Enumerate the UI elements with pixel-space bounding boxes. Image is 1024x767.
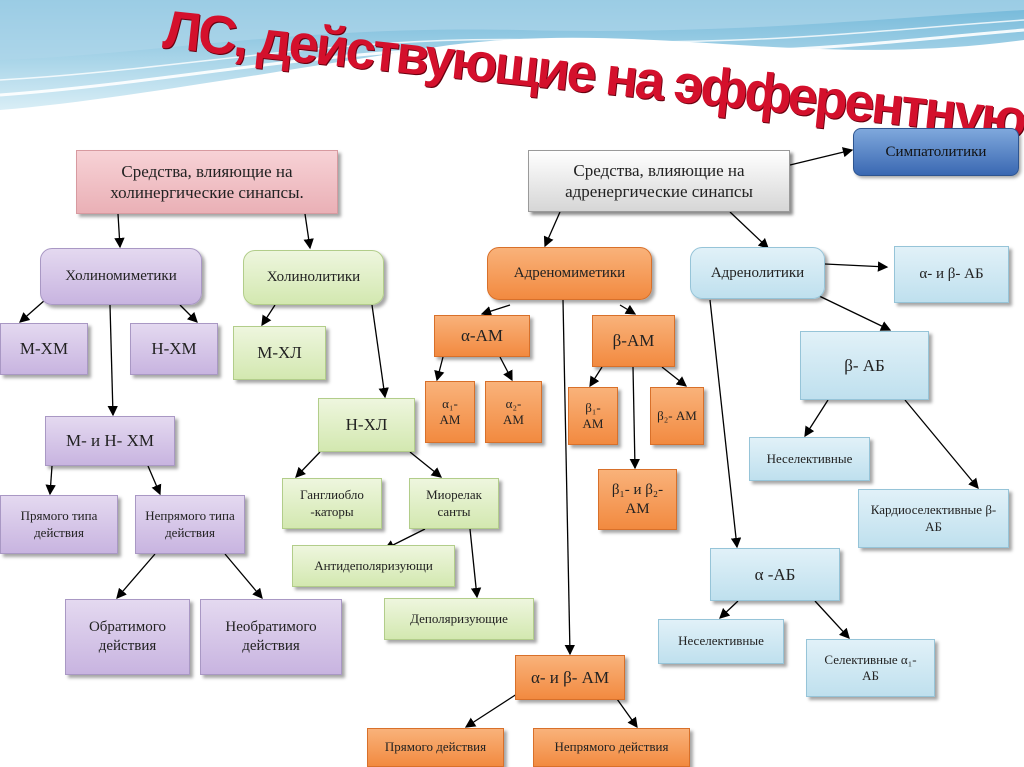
selective-alpha1-node: Селективные α₁- АБ bbox=[806, 639, 935, 697]
alpha-beta-am-node: α- и β- АМ bbox=[515, 655, 625, 700]
adrenolytics-node: Адренолитики bbox=[690, 247, 825, 299]
mn-xm-node: М- и Н- ХМ bbox=[45, 416, 175, 466]
beta2-am-node: β₂- АМ bbox=[650, 387, 704, 445]
irreversible-node: Необратимого действия bbox=[200, 599, 342, 675]
nonselective-alpha-node: Неселективные bbox=[658, 619, 784, 664]
beta-am-node: β-АМ bbox=[592, 315, 675, 367]
indirect-am-node: Непрямого действия bbox=[533, 728, 690, 767]
n-xl-node: Н-ХЛ bbox=[318, 398, 415, 452]
adrenomimetics-node: Адреномиметики bbox=[487, 247, 652, 300]
cholinergic-synapses-node: Средства, влияющие на холинергические си… bbox=[76, 150, 338, 214]
beta12-am-node: β₁- и β₂- АМ bbox=[598, 469, 677, 530]
cholinolytics-node: Холинолитики bbox=[243, 250, 384, 305]
beta-ab-node: β- АБ bbox=[800, 331, 929, 400]
direct-am-node: Прямого действия bbox=[367, 728, 504, 767]
direct-action-node: Прямого типа действия bbox=[0, 495, 118, 554]
alpha-beta-ab-node: α- и β- АБ bbox=[894, 246, 1009, 303]
n-xm-node: Н-ХМ bbox=[130, 323, 218, 375]
depolarizing-node: Деполяризующие bbox=[384, 598, 534, 640]
indirect-action-node: Непрямого типа действия bbox=[135, 495, 245, 554]
ganglioblockers-node: Ганглиобло -каторы bbox=[282, 478, 382, 529]
m-xl-node: М-ХЛ bbox=[233, 326, 326, 380]
adrenergic-synapses-node: Средства, влияющие на адренергические си… bbox=[528, 150, 790, 212]
alpha1-am-node: α₁- АМ bbox=[425, 381, 475, 443]
cardioselective-node: Кардиоселективные β-АБ bbox=[858, 489, 1009, 548]
beta1-am-node: β₁- АМ bbox=[568, 387, 618, 445]
alpha2-am-node: α₂- АМ bbox=[485, 381, 542, 443]
alpha-ab-node: α -АБ bbox=[710, 548, 840, 601]
antidepolarizing-node: Антидеполяризующи bbox=[292, 545, 455, 587]
cholinomimetics-node: Холиномиметики bbox=[40, 248, 202, 305]
alpha-am-node: α-АМ bbox=[434, 315, 530, 357]
reversible-node: Обратимого действия bbox=[65, 599, 190, 675]
myorelaxants-node: Миорелак санты bbox=[409, 478, 499, 529]
sympatholytics-node: Симпатолитики bbox=[853, 128, 1019, 176]
m-xm-node: М-ХМ bbox=[0, 323, 88, 375]
nonselective-beta-node: Неселективные bbox=[749, 437, 870, 481]
